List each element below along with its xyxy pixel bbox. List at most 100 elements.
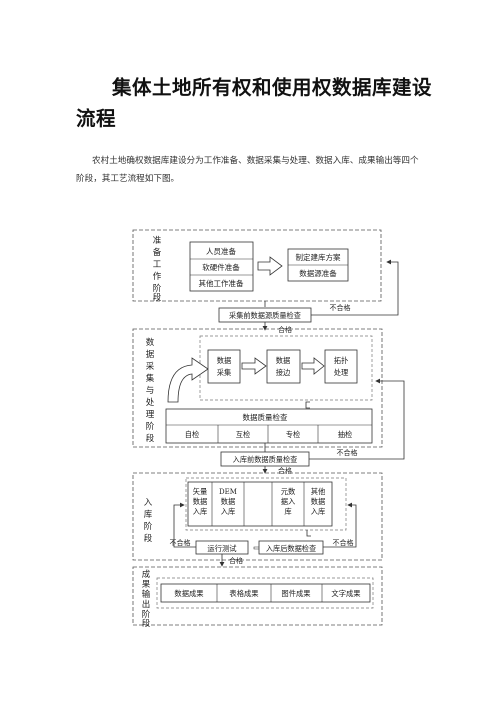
output-data: 数据成果	[174, 589, 204, 598]
phase-import-char: 入	[144, 498, 153, 508]
unqualified-label-4: 不合格	[333, 538, 354, 547]
unqualified-label-3: 不合格	[170, 538, 191, 547]
phase-prep-char: 准	[153, 235, 162, 246]
intro-paragraph: 农村土地确权数据库建设分为工作准备、数据采集与处理、数据入库、成果输出等四个 阶…	[76, 152, 428, 188]
phase-import-label: 入 库 阶 段	[144, 498, 153, 544]
import-vector-l1: 矢量	[193, 487, 208, 496]
step-edge-l2: 接边	[276, 368, 291, 377]
step-edge-box	[266, 349, 301, 384]
step-topo-l1: 拓扑	[334, 356, 349, 365]
step-collect-l2: 采集	[217, 368, 232, 377]
import-other-l3: 入库	[311, 507, 326, 516]
phase-prep-box	[132, 229, 382, 302]
postimport-check-label: 入库后数据检查	[266, 544, 316, 553]
curved-input-arrow	[167, 357, 209, 403]
phase-collect-char: 采	[146, 361, 155, 372]
import-bracket	[306, 530, 311, 537]
phase-import-char: 阶	[144, 521, 153, 532]
import-vector-l3: 入库	[193, 507, 208, 516]
phase-collect-char: 数	[146, 337, 155, 348]
import-other-l1: 其他	[311, 487, 326, 496]
phase-output-char: 成	[142, 569, 151, 580]
import-dem-l2: 数据	[221, 497, 236, 506]
phase-output-char: 输	[142, 589, 151, 600]
output-text: 文字成果	[331, 589, 361, 598]
phase-output-box	[132, 566, 383, 626]
edge-to-topo-arrow	[301, 357, 325, 375]
phase-output-label: 成 果 输 出 阶 段	[142, 569, 151, 629]
step-topo-box	[324, 349, 358, 384]
unqualified-loop-4	[323, 502, 357, 548]
phase-prep-char: 段	[153, 292, 162, 303]
phase-collect-char: 阶	[146, 421, 155, 432]
intro-line-1: 农村土地确权数据库建设分为工作准备、数据采集与处理、数据入库、成果输出等四个	[92, 156, 419, 166]
prep-item-hardware: 软硬件准备	[202, 262, 240, 272]
import-other-l2: 数据	[311, 497, 326, 506]
import-dem-l3: 入库	[221, 507, 236, 516]
phase-collect-char: 理	[146, 410, 155, 420]
prep-to-plan-arrow	[257, 256, 283, 276]
plan-item-scheme: 制定建库方案	[296, 252, 341, 262]
phase-import-char: 段	[144, 533, 153, 544]
qualified-label-1: 合格	[278, 325, 292, 334]
unqualified-label-1: 不合格	[330, 303, 351, 312]
phase-collect-char: 处	[146, 397, 155, 408]
phase-collect-char: 段	[146, 433, 155, 444]
phase-collect-char: 集	[146, 373, 155, 384]
import-vector-l2: 数据	[193, 497, 208, 506]
preimport-check-label: 入库前数据质量检查	[233, 455, 298, 464]
quality-check-label: 数据质量检查	[243, 412, 288, 422]
output-group-box	[156, 577, 374, 609]
import-group-box	[185, 477, 347, 531]
phase-prep-char: 作	[153, 271, 162, 282]
check-sample: 抽检	[338, 430, 353, 439]
phase-collect-char: 与	[146, 386, 155, 396]
phase-prep-char: 工	[153, 260, 162, 270]
import-dem-l1: DEM	[219, 488, 237, 496]
check-mutual: 互检	[236, 430, 251, 439]
unqualified-label-2: 不合格	[337, 448, 358, 457]
prep-item-staff: 人员准备	[206, 246, 236, 256]
prep-item-other: 其他工作准备	[199, 278, 244, 288]
import-meta-l3: 库	[284, 507, 291, 516]
phase-output-char: 出	[142, 599, 151, 610]
collect-to-edge-arrow	[241, 357, 267, 375]
quality-check-box	[165, 408, 373, 444]
output-items-box	[160, 583, 371, 603]
plan-item-source: 数据源准备	[299, 268, 337, 278]
phase-collect-label: 数 据 采 集 与 处 理 阶 段	[146, 337, 155, 444]
bracket-connector	[305, 401, 310, 409]
step-edge-l1: 数据	[276, 356, 291, 365]
phase-prep-char: 阶	[153, 283, 162, 294]
unqualified-loop-2	[309, 378, 405, 460]
output-maps: 图件成果	[281, 589, 311, 598]
check-self: 自检	[185, 430, 200, 439]
phase-output-char: 段	[142, 618, 151, 629]
phase-collect-char: 据	[146, 349, 155, 360]
phase-collect-box	[132, 328, 383, 448]
import-meta-l1: 元数	[281, 487, 296, 496]
check-special: 专检	[286, 430, 301, 439]
output-tables: 表格成果	[229, 589, 259, 598]
unqualified-loop-1	[311, 259, 399, 316]
intro-line-2: 阶段，其工艺流程如下图。	[76, 174, 180, 184]
qualified-label-2: 合格	[278, 466, 292, 475]
postimport-check-box	[258, 540, 324, 555]
unqualified-loop-3	[173, 502, 196, 548]
step-collect-box	[207, 349, 241, 384]
test-run-label: 运行测试	[207, 544, 237, 553]
phase-output-char: 阶	[142, 609, 151, 620]
qualified-label-3: 合格	[229, 556, 243, 565]
document-title: 集体土地所有权和使用权数据库建设 流程	[76, 72, 436, 134]
step-topo-l2: 处理	[334, 368, 349, 377]
step-collect-l1: 数据	[217, 356, 232, 365]
precollect-check-label: 采集前数据源质量检查	[229, 311, 301, 320]
phase-output-char: 果	[142, 580, 151, 590]
phase-import-char: 库	[144, 509, 153, 520]
import-meta-l2: 据入	[281, 497, 296, 506]
title-line-2: 流程	[76, 107, 117, 130]
phase-prep-char: 备	[153, 247, 162, 258]
prep-items-box	[189, 241, 254, 292]
title-line-1: 集体土地所有权和使用权数据库建设	[112, 76, 433, 99]
